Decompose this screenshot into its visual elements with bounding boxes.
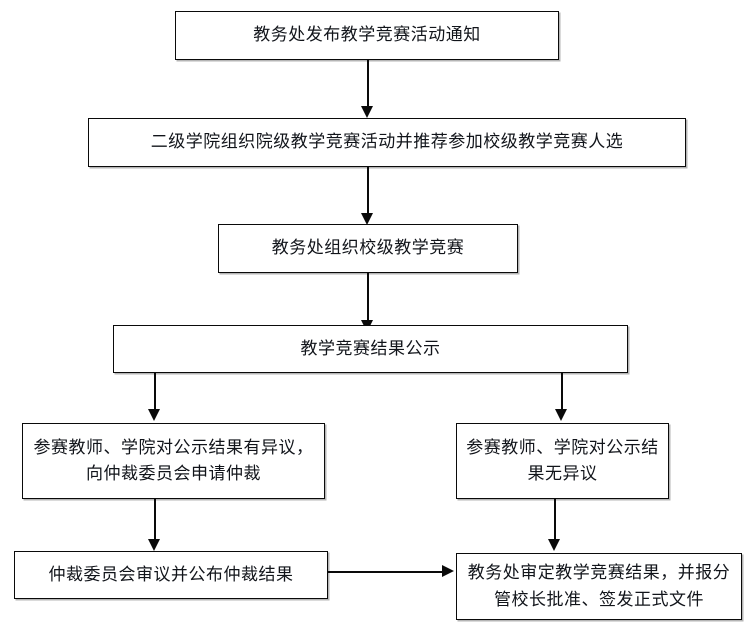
connector-n4-n5 [154, 373, 156, 412]
flow-node-label: 教务处组织校级教学竞赛 [271, 238, 465, 258]
connector-n7-n8 [328, 571, 444, 573]
flow-node-no-objection[interactable]: 参赛教师、学院对公示结果无异议 [456, 423, 669, 499]
flow-node-school-contest[interactable]: 教务处组织校级教学竞赛 [218, 224, 518, 273]
flow-node-results-publicity[interactable]: 教学竞赛结果公示 [113, 325, 628, 373]
arrowhead-n5-n7 [148, 539, 160, 551]
flow-node-notice[interactable]: 教务处发布教学竞赛活动通知 [175, 11, 559, 60]
connector-n2-n3 [367, 167, 369, 216]
flow-node-final-approval[interactable]: 教务处审定教学竞赛结果，并报分管校长批准、签发正式文件 [456, 553, 742, 620]
flow-node-label: 教务处审定教学竞赛结果，并报分管校长批准、签发正式文件 [467, 563, 731, 609]
flow-node-label: 参赛教师、学院对公示结果有异议，向仲裁委员会申请仲裁 [33, 437, 314, 483]
flow-node-label: 教学竞赛结果公示 [300, 338, 441, 358]
arrowhead-n2-n3 [361, 213, 373, 225]
flow-node-college-contest[interactable]: 二级学院组织院级教学竞赛活动并推荐参加校级教学竞赛人选 [88, 118, 686, 167]
connector-n6-n8 [554, 499, 556, 542]
arrowhead-n1-n2 [361, 106, 373, 118]
connector-n5-n7 [154, 499, 156, 542]
connector-n3-n4 [367, 273, 369, 323]
flow-node-label: 参赛教师、学院对公示结果无异议 [466, 437, 659, 483]
flow-node-label: 仲裁委员会审议并公布仲裁结果 [48, 564, 294, 584]
flow-node-label: 教务处发布教学竞赛活动通知 [253, 25, 481, 45]
flow-node-arbitration-result[interactable]: 仲裁委员会审议并公布仲裁结果 [14, 551, 328, 599]
flow-node-label: 二级学院组织院级教学竞赛活动并推荐参加校级教学竞赛人选 [150, 132, 624, 152]
arrowhead-n4-n6 [555, 409, 567, 421]
flow-node-objection-arbitration[interactable]: 参赛教师、学院对公示结果有异议，向仲裁委员会申请仲裁 [22, 423, 325, 499]
connector-n4-n6 [561, 373, 563, 412]
arrowhead-n7-n8 [442, 565, 454, 577]
connector-n1-n2 [367, 60, 369, 109]
arrowhead-n4-n5 [148, 409, 160, 421]
arrowhead-n6-n8 [548, 539, 560, 551]
